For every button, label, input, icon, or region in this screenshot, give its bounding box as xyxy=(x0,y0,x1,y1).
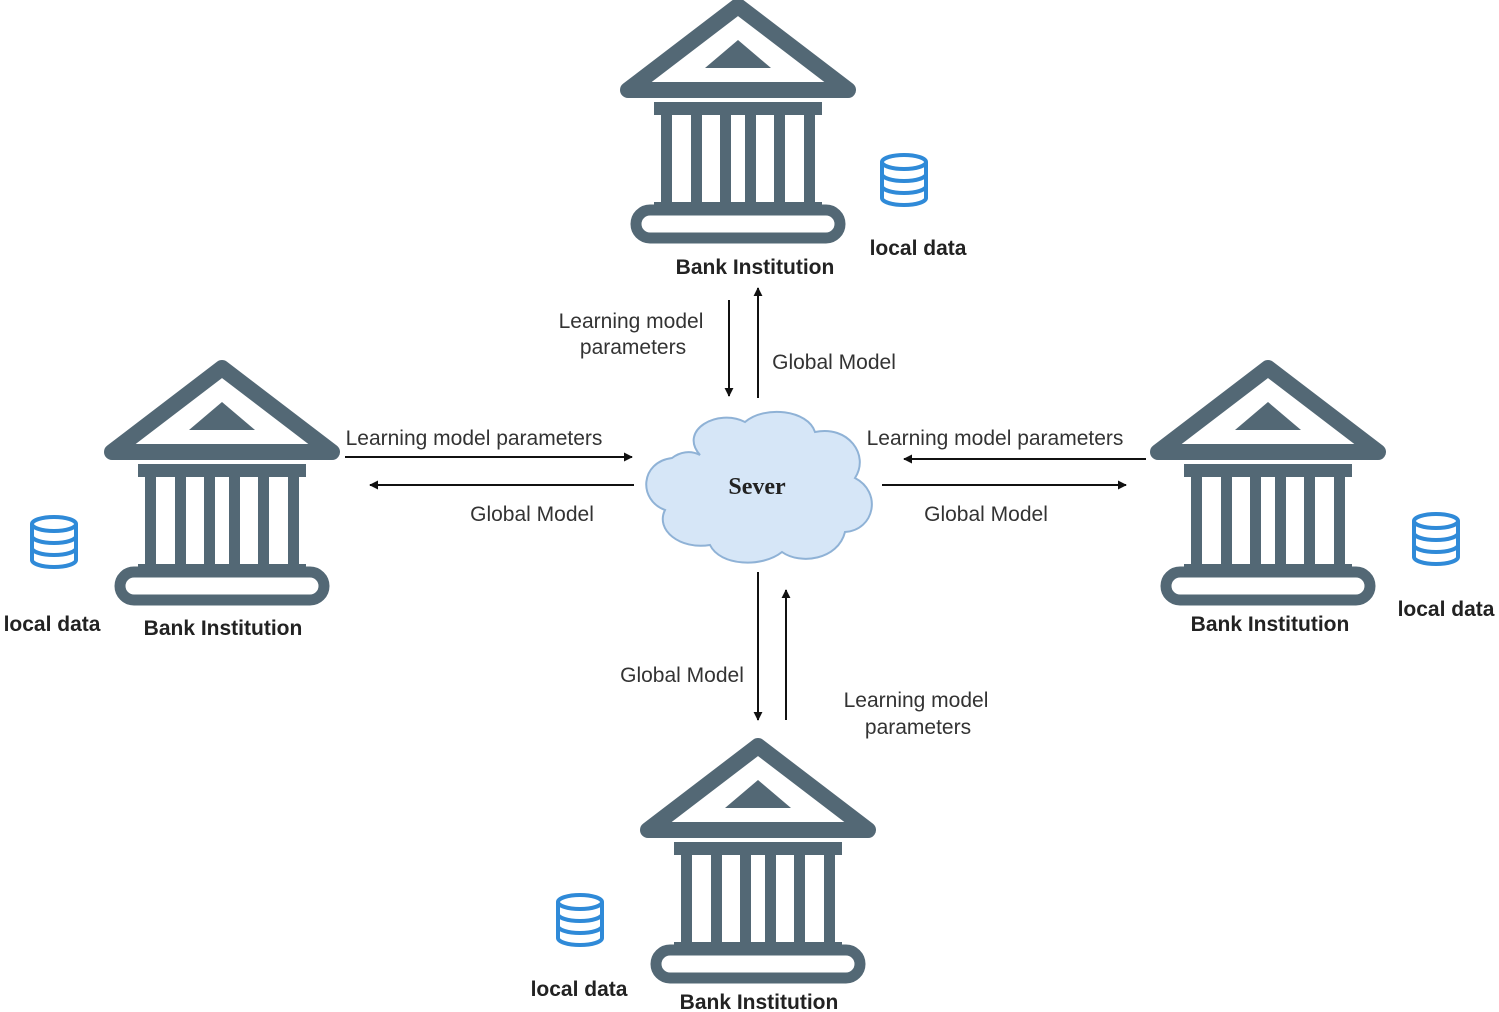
bank-building-icon xyxy=(628,6,848,238)
bank-top: Bank Institution local data xyxy=(628,6,967,279)
local-data-label: local data xyxy=(531,978,628,1001)
link-label-global-model: Global Model xyxy=(470,503,594,526)
link-label-params-line1: Learning model xyxy=(844,689,989,712)
local-data-label: local data xyxy=(1398,598,1495,621)
server-label: Sever xyxy=(728,474,786,500)
server-node: Sever xyxy=(645,410,873,564)
bank-building-icon xyxy=(648,746,868,978)
link-right: Learning model parameters Global Model xyxy=(867,427,1146,526)
cloud-icon xyxy=(645,410,873,564)
link-label-params-line2: parameters xyxy=(865,716,971,739)
bank-building-icon xyxy=(1158,368,1378,600)
bank-name: Bank Institution xyxy=(676,256,835,279)
link-bottom: Global Model Learning model parameters xyxy=(620,572,988,739)
link-label-params: Learning model parameters xyxy=(867,427,1124,450)
bank-name: Bank Institution xyxy=(1191,613,1350,636)
link-label-params-line1: Learning model xyxy=(559,310,704,333)
database-icon xyxy=(30,515,78,569)
link-top: Learning model parameters Global Model xyxy=(559,287,896,398)
link-label-global-model: Global Model xyxy=(772,351,896,374)
local-data-label: local data xyxy=(870,237,967,260)
bank-building-icon xyxy=(112,368,332,600)
database-icon xyxy=(556,893,604,947)
link-label-params: Learning model parameters xyxy=(346,427,603,450)
link-label-global-model: Global Model xyxy=(924,503,1048,526)
bank-name: Bank Institution xyxy=(144,617,303,640)
bank-name: Bank Institution xyxy=(680,991,839,1012)
database-icon xyxy=(880,153,928,207)
link-left: Learning model parameters Global Model xyxy=(345,427,634,526)
link-label-global-model: Global Model xyxy=(620,664,744,687)
link-label-params-line2: parameters xyxy=(580,336,686,359)
database-icon xyxy=(1412,512,1460,566)
bank-right: Bank Institution local data xyxy=(1158,368,1495,636)
local-data-label: local data xyxy=(4,613,101,636)
bank-bottom: Bank Institution local data xyxy=(531,746,868,1012)
bank-left: Bank Institution local data xyxy=(4,368,332,640)
